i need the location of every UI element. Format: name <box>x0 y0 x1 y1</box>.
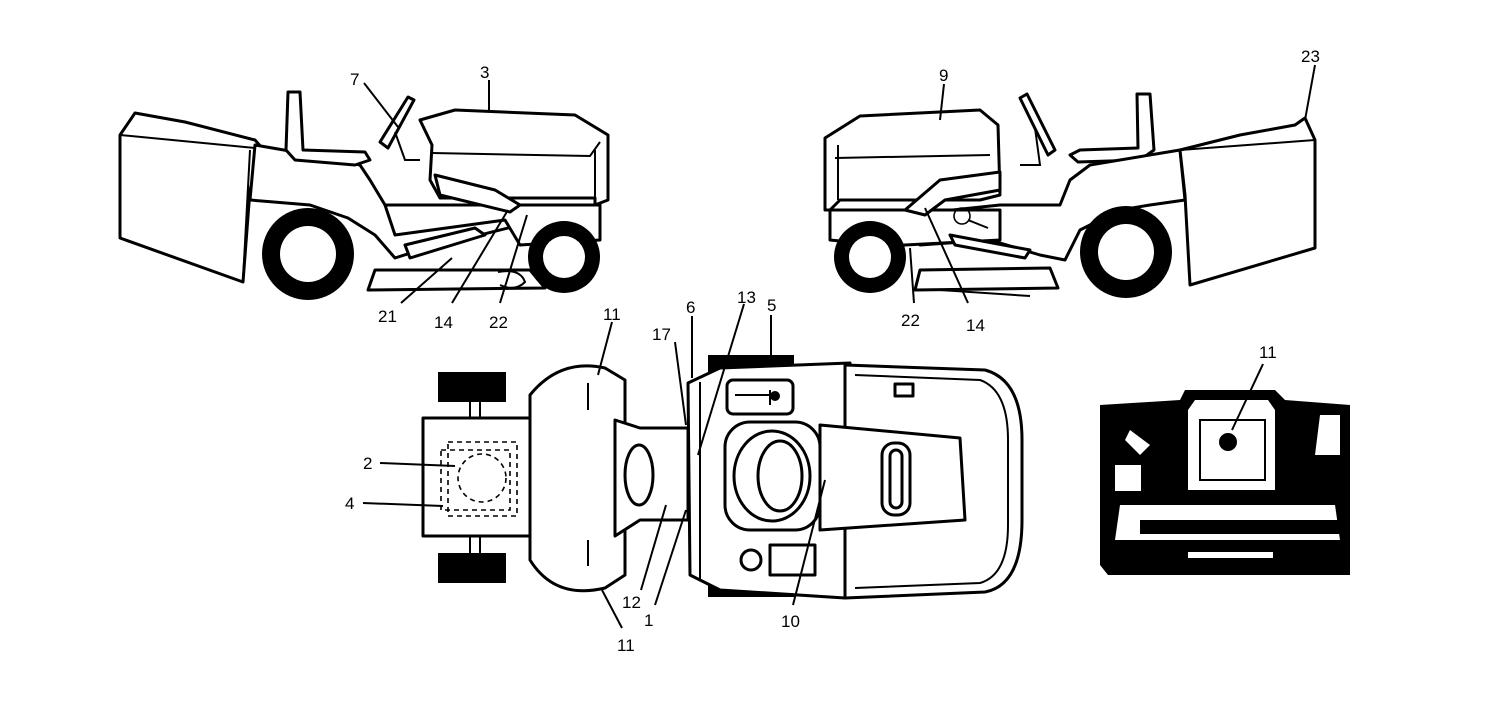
callout-17: 17 <box>652 325 671 344</box>
callout-12: 12 <box>622 593 641 612</box>
callout-13: 13 <box>737 288 756 307</box>
callout-14-left: 14 <box>434 313 453 332</box>
callout-11-rear: 11 <box>1259 343 1277 362</box>
callout-9: 9 <box>939 66 948 85</box>
callout-11-bottom: 11 <box>617 636 635 655</box>
callout-7: 7 <box>350 70 359 89</box>
callout-23: 23 <box>1301 47 1320 66</box>
callout-labels: 7 3 21 14 22 9 23 22 14 11 17 6 13 5 2 4… <box>345 47 1320 655</box>
callout-21: 21 <box>378 307 397 326</box>
callout-22-right: 22 <box>901 311 920 330</box>
callout-22-left: 22 <box>489 313 508 332</box>
callout-1: 1 <box>644 611 653 630</box>
callout-6: 6 <box>686 298 695 317</box>
callout-5: 5 <box>767 296 776 315</box>
callout-4: 4 <box>345 494 354 513</box>
left-side-view <box>118 90 610 300</box>
top-view <box>421 355 1024 600</box>
leader-lines <box>362 64 1316 629</box>
callout-10: 10 <box>781 612 800 631</box>
rear-panel-view <box>1100 390 1350 575</box>
right-side-view <box>823 92 1317 298</box>
callout-3: 3 <box>480 63 489 82</box>
callout-14-right: 14 <box>966 316 985 335</box>
callout-11-top: 11 <box>603 305 621 324</box>
callout-2: 2 <box>363 454 372 473</box>
